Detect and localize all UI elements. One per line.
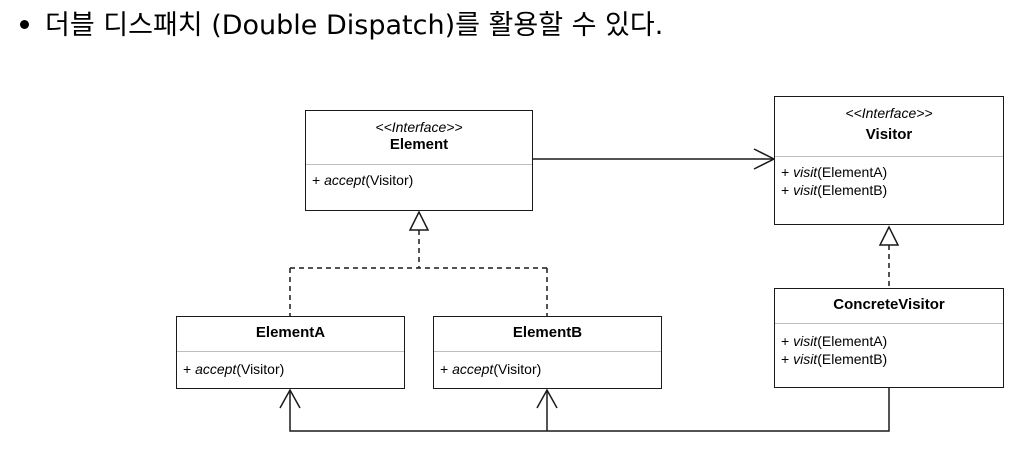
- concrete-visitor-operation: + visit(ElementB): [781, 350, 997, 368]
- visitor-operations: + visit(ElementA) + visit(ElementB): [775, 157, 1003, 199]
- operation-args: (ElementA): [817, 333, 888, 349]
- operation-args: (ElementB): [817, 182, 888, 198]
- element-operation: + accept(Visitor): [312, 171, 526, 189]
- element-name: Element: [389, 136, 449, 153]
- operation-args: (ElementB): [817, 351, 888, 367]
- bullet-dot-icon: [20, 20, 29, 29]
- elementb-class-box: ElementB + accept(Visitor): [433, 316, 662, 389]
- visitor-stereotype: <<Interface>>: [845, 105, 933, 121]
- concrete-visitor-header: ConcreteVisitor: [775, 289, 1003, 324]
- element-operations: + accept(Visitor): [306, 165, 532, 189]
- operation-prefix: +: [440, 361, 453, 377]
- association-concrete-visitor-elements: [289, 388, 890, 432]
- operation-prefix: +: [781, 333, 794, 349]
- realization-triangle-element-icon: [408, 210, 430, 231]
- element-stereotype: <<Interface>>: [375, 119, 463, 135]
- elementb-operation: + accept(Visitor): [440, 360, 655, 378]
- operation-prefix: +: [312, 172, 325, 188]
- elementb-name: ElementB: [512, 324, 583, 341]
- element-interface-header: <<Interface>> Element: [306, 111, 532, 165]
- elementa-name: ElementA: [255, 324, 326, 341]
- concrete-visitor-operations: + visit(ElementA) + visit(ElementB): [775, 324, 1003, 368]
- operation-method: accept: [452, 361, 494, 377]
- operation-method: visit: [793, 351, 818, 367]
- concrete-visitor-operation: + visit(ElementA): [781, 332, 997, 350]
- operation-prefix: +: [781, 351, 794, 367]
- operation-prefix: +: [183, 361, 196, 377]
- heading-text: 더블 디스패치 (Double Dispatch)를 활용할 수 있다.: [45, 10, 664, 41]
- elementb-header: ElementB: [434, 317, 661, 352]
- element-interface-box: <<Interface>> Element + accept(Visitor): [305, 110, 533, 211]
- realization-triangle-visitor-icon: [878, 225, 900, 246]
- elementb-operations: + accept(Visitor): [434, 352, 661, 378]
- elementa-class-box: ElementA + accept(Visitor): [176, 316, 405, 389]
- heading-bullet-line: 더블 디스패치 (Double Dispatch)를 활용할 수 있다.: [20, 6, 663, 46]
- operation-method: visit: [793, 164, 818, 180]
- operation-method: visit: [793, 182, 818, 198]
- operation-method: accept: [195, 361, 237, 377]
- operation-args: (Visitor): [493, 361, 542, 377]
- elementa-operations: + accept(Visitor): [177, 352, 404, 378]
- visitor-name: Visitor: [865, 126, 913, 143]
- concrete-visitor-class-box: ConcreteVisitor + visit(ElementA) + visi…: [774, 288, 1004, 388]
- operation-prefix: +: [781, 164, 794, 180]
- visitor-interface-box: <<Interface>> Visitor + visit(ElementA) …: [774, 96, 1004, 225]
- concrete-visitor-name: ConcreteVisitor: [833, 296, 945, 313]
- elementa-operation: + accept(Visitor): [183, 360, 398, 378]
- visitor-operation: + visit(ElementA): [781, 163, 997, 181]
- operation-method: accept: [324, 172, 366, 188]
- arrowhead-elementb-icon: [536, 388, 558, 409]
- operation-args: (Visitor): [236, 361, 285, 377]
- visitor-interface-header: <<Interface>> Visitor: [775, 97, 1003, 157]
- elementa-header: ElementA: [177, 317, 404, 352]
- arrowhead-elementa-icon: [279, 388, 301, 409]
- operation-args: (Visitor): [365, 172, 414, 188]
- operation-prefix: +: [781, 182, 794, 198]
- operation-method: visit: [793, 333, 818, 349]
- operation-args: (ElementA): [817, 164, 888, 180]
- visitor-operation: + visit(ElementB): [781, 181, 997, 199]
